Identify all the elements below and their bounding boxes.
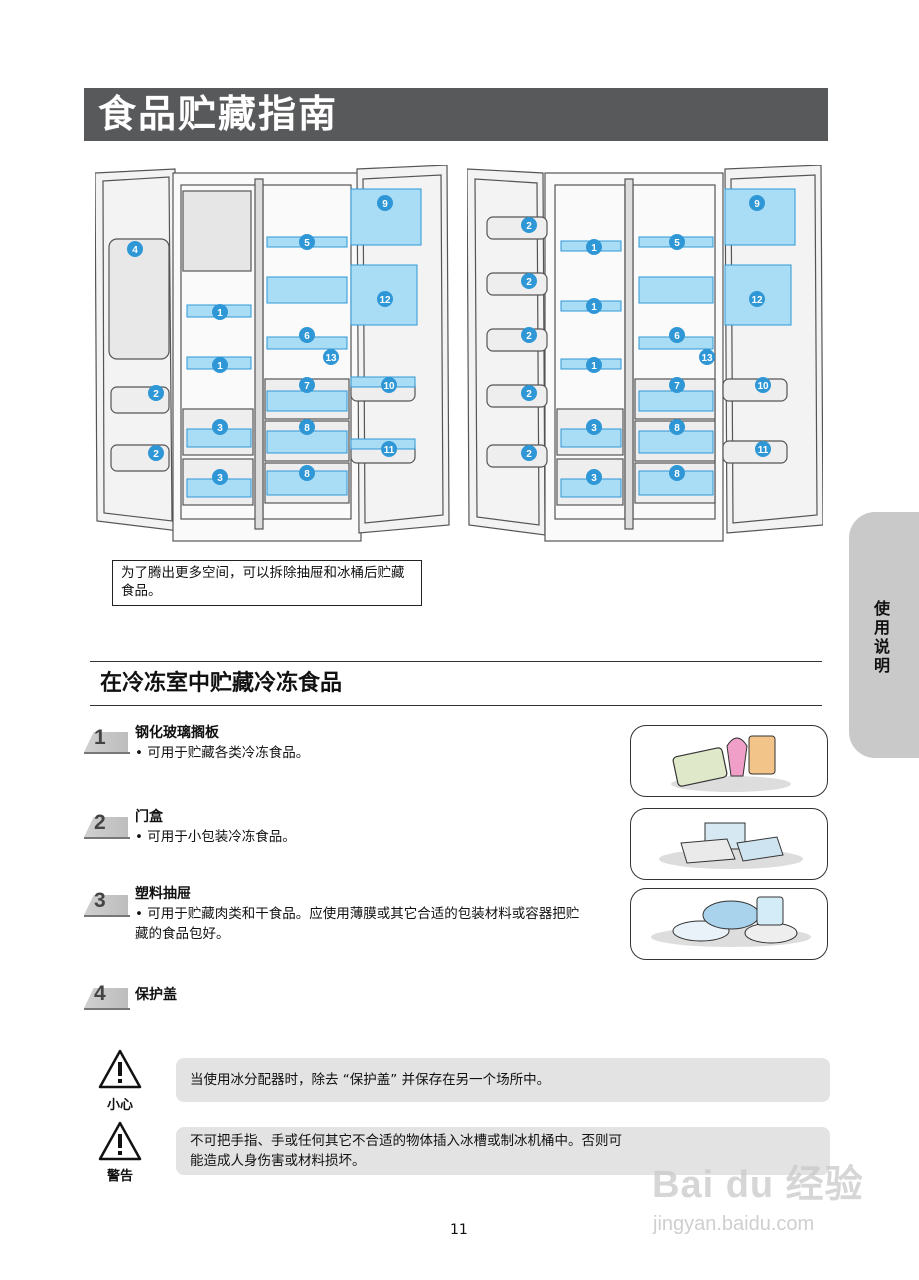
warning-text: 不可把手指、手或任何其它不合适的物体插入冰槽或制冰机桶中。否则可能造成人身伤害或… (176, 1127, 830, 1175)
callout-label: 13 (701, 353, 713, 364)
callout-label: 1 (217, 361, 223, 372)
callout-label: 2 (526, 221, 532, 232)
item-number-badge: 1 (84, 726, 130, 754)
fridge-diagram-left: 4 1 1 2 2 3 3 5 6 7 8 8 13 9 12 10 11 (94, 164, 451, 549)
item-description: • 可用于贮藏各类冷冻食品。 (135, 745, 310, 761)
callout-label: 2 (526, 389, 532, 400)
watermark-logo: Bai du 经验 (652, 1164, 864, 1206)
frozen-food-illustration (630, 725, 828, 797)
divider (90, 705, 822, 706)
callout-label: 12 (379, 295, 391, 306)
callout-label: 6 (674, 331, 680, 342)
callout-label: 3 (591, 423, 597, 434)
side-tab (849, 512, 919, 758)
title-bar (84, 88, 828, 141)
small-package-illustration (630, 808, 828, 880)
item-description: • 可用于贮藏肉类和干食品。应使用薄膜或其它合适的包装材料或容器把贮藏的食品包好… (135, 906, 580, 942)
item-title: 门盒 (135, 809, 163, 825)
item-number-badge: 2 (84, 811, 130, 839)
callout-label: 2 (526, 331, 532, 342)
callout-label: 8 (304, 469, 310, 480)
item-title: 钢化玻璃搁板 (135, 725, 219, 741)
callout-label: 2 (153, 389, 159, 400)
callout-label: 9 (382, 199, 388, 210)
callout-label: 2 (526, 449, 532, 460)
diagram-note: 为了腾出更多空间，可以拆除抽屉和冰桶后贮藏食品。 (112, 560, 422, 606)
callout-label: 1 (591, 361, 597, 372)
callout-label: 13 (325, 353, 337, 364)
item-description: • 可用于小包装冷冻食品。 (135, 829, 296, 845)
fridge-diagram-right: 2 2 2 2 2 1 1 1 3 3 5 6 7 8 8 13 9 12 10… (466, 164, 824, 549)
callout-label: 11 (758, 445, 769, 456)
item-number-badge: 3 (84, 889, 130, 917)
callout-label: 3 (591, 473, 597, 484)
callout-label: 4 (132, 245, 138, 256)
page-number: 11 (450, 1222, 468, 1238)
item-title: 塑料抽屉 (135, 886, 191, 902)
watermark-url: jingyan.baidu.com (653, 1213, 815, 1235)
callout-label: 10 (383, 381, 395, 392)
callout-label: 1 (591, 302, 597, 313)
callout-label: 2 (153, 449, 159, 460)
section-title: 在冷冻室中贮藏冷冻食品 (100, 671, 343, 696)
item-title: 保护盖 (135, 987, 177, 1003)
callout-label: 8 (674, 469, 680, 480)
meat-dry-food-illustration (630, 888, 828, 960)
callout-label: 6 (304, 331, 310, 342)
callout-label: 1 (591, 243, 597, 254)
callout-label: 3 (217, 473, 223, 484)
warning-label: 警告 (106, 1169, 133, 1184)
callout-label: 7 (304, 381, 310, 392)
callout-label: 9 (754, 199, 760, 210)
callout-label: 5 (674, 238, 680, 249)
callout-label: 8 (674, 423, 680, 434)
callout-label: 1 (217, 308, 223, 319)
divider (90, 661, 822, 662)
callout-label: 8 (304, 423, 310, 434)
callout-label: 11 (384, 445, 395, 456)
callout-label: 10 (757, 381, 769, 392)
callout-label: 3 (217, 423, 223, 434)
side-tab-label: 使用说明 (871, 600, 890, 676)
caution-text: 当使用冰分配器时，除去 “保护盖” 并保存在另一个场所中。 (176, 1058, 830, 1102)
callout-label: 2 (526, 277, 532, 288)
warning-triangle-icon (98, 1048, 142, 1094)
warning-triangle-icon (98, 1120, 142, 1166)
callout-label: 7 (674, 381, 680, 392)
page-title: 食品贮藏指南 (98, 92, 339, 136)
callout-label: 5 (304, 238, 310, 249)
callout-label: 12 (751, 295, 763, 306)
item-number-badge: 4 (84, 982, 130, 1010)
caution-label: 小心 (106, 1098, 133, 1113)
